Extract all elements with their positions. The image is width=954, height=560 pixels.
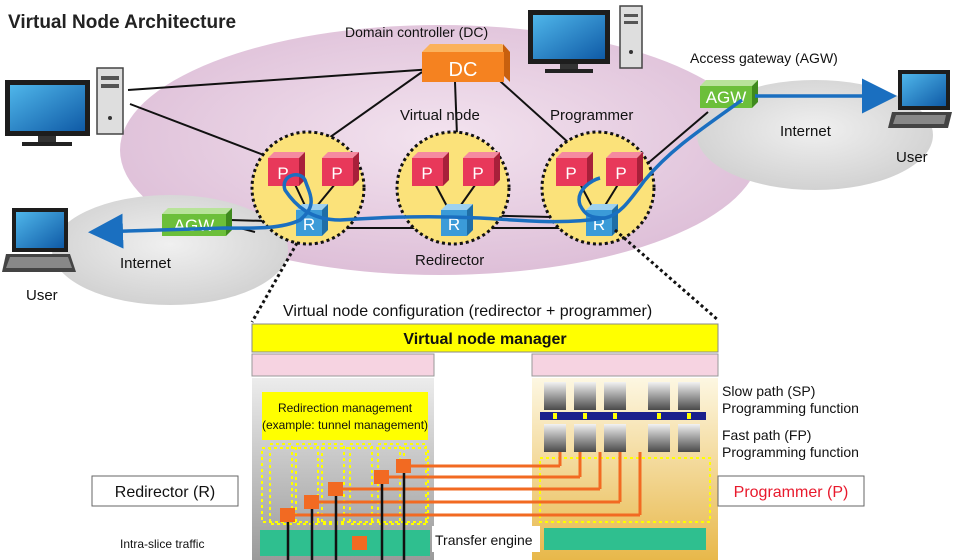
desktop-icon bbox=[5, 67, 124, 146]
agw-left: AGW bbox=[162, 208, 232, 236]
svg-text:P: P bbox=[472, 164, 483, 183]
redir-header-strip bbox=[251, 353, 435, 377]
traffic-path bbox=[88, 78, 897, 249]
svg-text:DC: DC bbox=[449, 59, 478, 81]
dc-caption: Domain controller (DC) bbox=[345, 24, 488, 40]
redirector-r-box bbox=[91, 475, 239, 507]
redir-mgmt-box bbox=[262, 392, 428, 440]
user-label-left: User bbox=[26, 287, 58, 304]
programmer-caption: Programmer bbox=[550, 107, 633, 124]
bus-taps bbox=[553, 413, 691, 419]
p-box: P bbox=[322, 152, 359, 186]
tunnel-lines bbox=[288, 452, 642, 517]
config-title: Virtual node configuration (redirector +… bbox=[283, 303, 652, 320]
transfer-engine-strip-right bbox=[544, 528, 706, 550]
fast-path-blocks bbox=[544, 424, 700, 452]
zoom-lines bbox=[250, 228, 719, 323]
svg-text:P: P bbox=[421, 164, 432, 183]
traffic-lines bbox=[286, 466, 406, 560]
page-title: Virtual Node Architecture bbox=[8, 12, 236, 33]
redir-mgmt-line2: (example: tunnel management) bbox=[262, 418, 428, 432]
p-box: P bbox=[463, 152, 500, 186]
svg-text:R: R bbox=[448, 215, 460, 234]
programmer-p-box bbox=[717, 475, 865, 507]
agw-right: AGW bbox=[700, 80, 758, 108]
svg-text:R: R bbox=[303, 215, 315, 234]
virtual-node-caption: Virtual node bbox=[400, 107, 480, 124]
transfer-engine-box bbox=[432, 526, 540, 552]
svg-text:P: P bbox=[565, 164, 576, 183]
intra-slice-label: Intra-slice traffic bbox=[120, 537, 204, 551]
svg-text:AGW: AGW bbox=[706, 88, 747, 107]
prog-dotted-area bbox=[539, 457, 711, 523]
internet-label-left: Internet bbox=[120, 255, 172, 272]
redir-mgmt-line1: Redirection management bbox=[278, 401, 413, 415]
laptop-icon-left bbox=[2, 208, 76, 272]
r-box: R bbox=[441, 204, 473, 236]
sp-label-1: Slow path (SP) bbox=[722, 383, 815, 399]
p-box: P bbox=[412, 152, 449, 186]
redirector-r-label: Redirector (R) bbox=[115, 484, 215, 501]
p-box: P bbox=[556, 152, 593, 186]
tunnel-endpoints bbox=[280, 459, 411, 550]
redirector-caption: Redirector bbox=[415, 252, 484, 269]
server-icon bbox=[528, 5, 643, 73]
slow-path-blocks bbox=[544, 382, 700, 410]
fp-label-1: Fast path (FP) bbox=[722, 427, 811, 443]
fp-label-2: Programming function bbox=[722, 444, 859, 460]
svg-text:P: P bbox=[277, 164, 288, 183]
svg-text:P: P bbox=[331, 164, 342, 183]
dc-box: DC bbox=[422, 44, 510, 82]
vnm-bar bbox=[251, 323, 719, 353]
svg-text:P: P bbox=[615, 164, 626, 183]
p-box: P bbox=[606, 152, 643, 186]
programmer-p-label: Programmer (P) bbox=[734, 484, 849, 501]
vnm-label: Virtual node manager bbox=[403, 331, 566, 348]
laptop-icon-right bbox=[888, 70, 952, 128]
sp-label-2: Programming function bbox=[722, 400, 859, 416]
user-label-right: User bbox=[896, 149, 928, 166]
agw-caption: Access gateway (AGW) bbox=[690, 50, 838, 66]
transfer-engine-label: Transfer engine bbox=[435, 532, 533, 548]
sp-fp-bus bbox=[540, 412, 706, 420]
internet-label-right: Internet bbox=[780, 123, 832, 140]
prog-header-strip bbox=[531, 353, 719, 377]
svg-text:AGW: AGW bbox=[174, 216, 215, 235]
